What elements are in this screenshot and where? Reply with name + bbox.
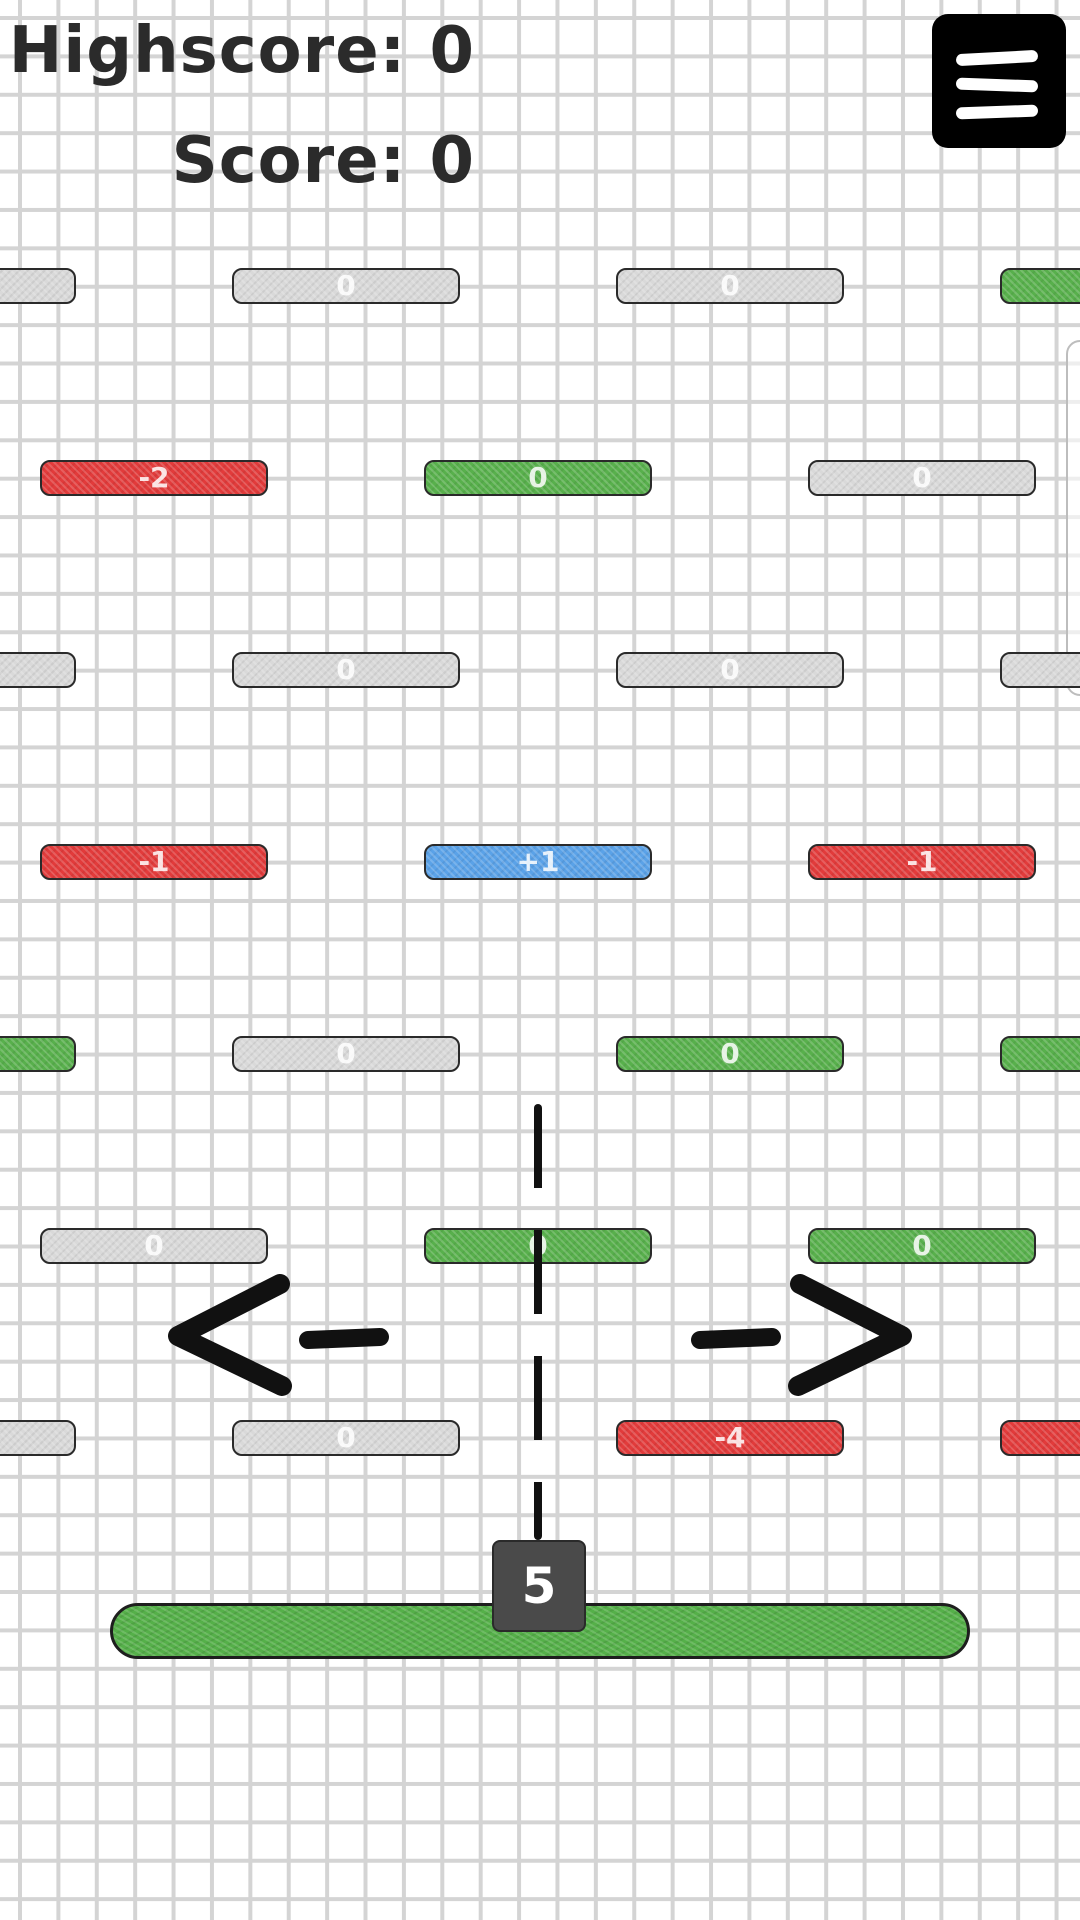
block-red: -1 [40,844,268,880]
block-green: 0 [424,460,652,496]
block-red: -1 [808,844,1036,880]
ball-count-box: 5 [492,1540,586,1632]
block-grey: 0 [232,268,460,304]
block-green: 0 [616,1036,844,1072]
block-grey: 0 [232,1420,460,1456]
block-grey: 0 [616,652,844,688]
block-grey: 0 [616,268,844,304]
left-arrow-icon[interactable] [160,1270,420,1400]
block-blue: +1 [424,844,652,880]
block-grey [0,268,76,304]
right-arrow-icon[interactable] [660,1270,920,1400]
score-label: Score: 0 [171,124,475,198]
block-green [0,1036,76,1072]
aim-line [534,1104,542,1540]
block-grey: 0 [232,652,460,688]
block-grey: 0 [40,1228,268,1264]
block-grey: 0 [808,460,1036,496]
block-green: 0 [808,1228,1036,1264]
menu-button[interactable] [932,14,1066,148]
block-green [1000,268,1080,304]
block-green [1000,1036,1080,1072]
block-grey: 0 [232,1036,460,1072]
block-grey [0,652,76,688]
block-red: -4 [616,1420,844,1456]
block-grey [1000,652,1080,688]
block-grey [0,1420,76,1456]
block-red: -2 [40,460,268,496]
block-red [1000,1420,1080,1456]
highscore-label: Highscore: 0 [8,14,475,88]
side-drawer-tab[interactable] [1066,340,1080,696]
